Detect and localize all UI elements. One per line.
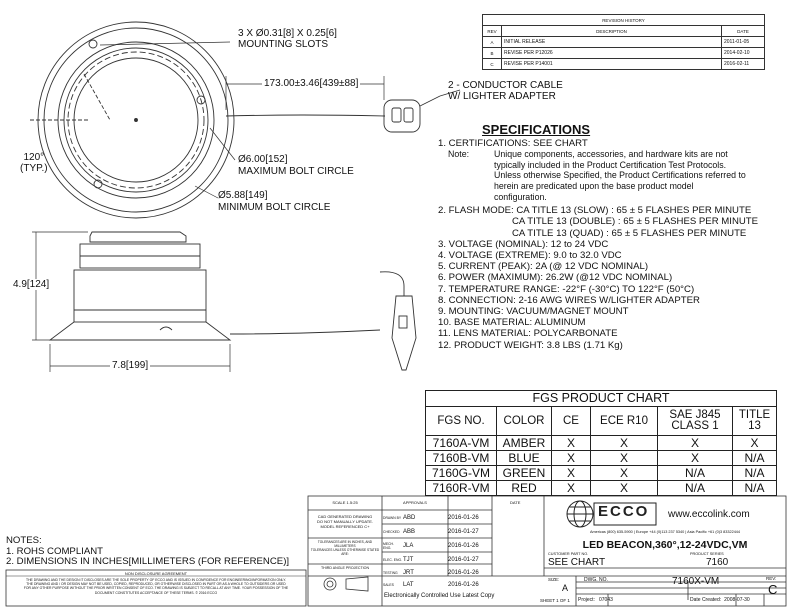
rev-value: C — [768, 582, 778, 597]
dwg-no-value: 7160X-VM — [672, 576, 720, 587]
specifications-title: SPECIFICATIONS — [482, 122, 591, 137]
table-row: DRAWN BY ABD 2016-01-26 — [383, 515, 479, 521]
mounting-slot — [196, 95, 206, 105]
col-title-13: TITLE 13 — [732, 406, 777, 436]
sheet-label: SHEET 1 OF 1 — [540, 598, 570, 603]
date-header: DATE — [721, 25, 765, 37]
mounting-slots-label: 3 X Ø0.31[8] X 0.25[6] MOUNTING SLOTS — [238, 28, 337, 50]
col-color: COLOR — [496, 406, 552, 436]
mounting-slot — [93, 179, 103, 189]
table-row: A INITIAL RELEASE 2011-01-05 — [482, 36, 765, 48]
col-ece-r10: ECE R10 — [590, 406, 658, 436]
col-sae-j845: SAE J845 CLASS 1 — [657, 406, 733, 436]
third-angle-label: THIRD ANGLE PROJECTION — [320, 566, 370, 570]
size-value: A — [562, 583, 569, 593]
notes: NOTES: 1. ROHS COMPLIANT 2. DIMENSIONS I… — [6, 535, 290, 567]
cable-length-dimension: 173.00±3.46[439±88] — [262, 78, 361, 89]
dwg-no-label: DWG. NO. — [584, 577, 608, 583]
mounting-slot — [88, 39, 98, 49]
specifications-list: 1. CERTIFICATIONS: SEE CHART Note: Uniqu… — [438, 138, 774, 351]
table-row: SALES LAT 2016-01-26 — [383, 582, 479, 588]
table-row: TESTING JRT 2016-01-26 — [383, 570, 479, 576]
approvals-header: APPROVALS — [403, 500, 427, 505]
title-block-grid — [307, 495, 787, 607]
table-row: C REVISE PER P14001 2016-02-11 — [482, 58, 765, 70]
company-url: www.eccolink.com — [668, 509, 750, 520]
scale-label: SCALE 1.5:25 — [332, 500, 358, 505]
drawing-title: LED BEACON,360°,12-24VDC,VM — [582, 539, 748, 551]
spec-note: Note: Unique components, accessories, an… — [448, 149, 746, 202]
table-row: MECH. ENG. JLA 2016-01-26 — [383, 542, 479, 550]
side-view — [48, 231, 417, 371]
cable-label: 2 - CONDUCTOR CABLE W/ LIGHTER ADAPTER — [448, 80, 563, 102]
size-label: SIZE: — [548, 577, 560, 582]
project-info: Project: 07043 — [578, 597, 613, 603]
customer-part-value: SEE CHART — [548, 557, 606, 568]
ecco-logo-icon — [566, 500, 657, 528]
customer-part-label: CUSTOMER PART NO. — [548, 552, 589, 556]
rev-label: REV: — [766, 576, 777, 581]
approvals-date-header: DATE — [510, 500, 521, 505]
contact-line: Americas (800) 635-5900 | Europe +44 (0)… — [589, 530, 741, 534]
nda-title: NON DISCLOSURE AGREEMENT — [124, 571, 188, 576]
cad-note: CAD GENERATED DRAWING DO NOT MANUALLY UP… — [317, 514, 373, 529]
third-angle-projection-icon — [323, 576, 369, 592]
product-series-label: PRODUCT SERIES — [690, 552, 724, 556]
date-created: Date Created: 2008-07-30 — [690, 597, 750, 603]
tolerance-note: TOLERANCES ARE IN INCHES, AND MILLIMETER… — [310, 540, 380, 556]
col-fgs-no: FGS NO. — [425, 406, 497, 436]
product-chart-title: FGS PRODUCT CHART — [425, 390, 777, 407]
product-series-value: 7160 — [706, 557, 729, 568]
max-bolt-circle-label: Ø6.00[152] MAXIMUM BOLT CIRCLE — [238, 154, 354, 177]
revision-title: REVISION HISTORY — [482, 14, 765, 26]
electronic-control-note: Electronically Controlled Use Latest Cop… — [384, 593, 495, 599]
product-chart-table: FGS PRODUCT CHART FGS NO. COLOR CE ECE R… — [425, 390, 777, 496]
table-row: ELEC. ENG. TJT 2016-01-27 — [383, 557, 479, 563]
nda-text: THE DRAWING AND THE DESIGN IT DISCLOSES … — [23, 578, 289, 595]
approvals-rows: DRAWN BY ABD 2016-01-26 CHECKED ABB 2016… — [383, 511, 543, 591]
angle-label: 120° (TYP.) — [20, 152, 48, 174]
revision-history-table: REVISION HISTORY REV DESCRIPTION DATE A … — [482, 14, 765, 70]
col-ce: CE — [551, 406, 591, 436]
table-row: B REVISE PER P12026 2014-02-10 — [482, 47, 765, 59]
width-dimension: 7.8[199] — [110, 360, 151, 371]
min-bolt-circle-label: Ø5.88[149] MINIMUM BOLT CIRCLE — [218, 190, 331, 213]
table-row: CHECKED ABB 2016-01-27 — [383, 529, 479, 535]
description-header: DESCRIPTION — [501, 25, 722, 37]
company-name: ECCO — [598, 503, 650, 520]
rev-header: REV — [482, 25, 502, 37]
height-dimension: 4.9[124] — [12, 279, 51, 290]
top-view — [30, 21, 461, 219]
